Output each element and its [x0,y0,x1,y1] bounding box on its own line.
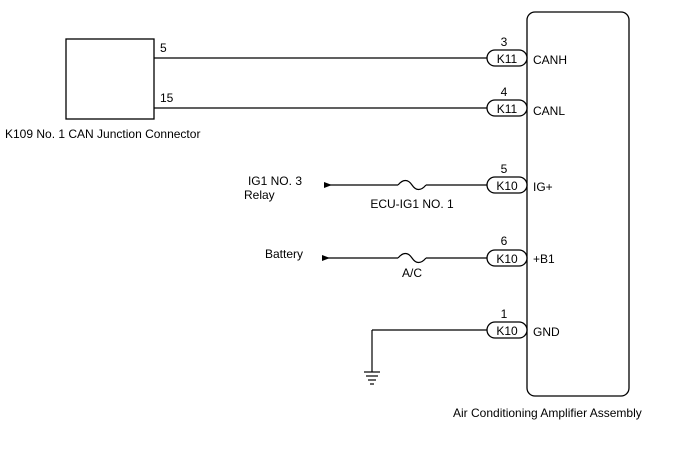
ac-fuse-icon [397,252,427,264]
terminal-gnd: 1 K10 GND [486,307,560,339]
junction-pin-5: 5 [160,41,167,55]
terminal-gnd-connector [486,321,528,339]
ig1-relay-label-line2: Relay [244,188,275,202]
terminal-canh-connector-id: K11 [497,52,518,66]
ig1-relay-arrow [324,182,332,188]
terminal-ig: 5 K10 IG+ [486,162,553,194]
terminal-ig-signal: IG+ [533,180,553,194]
terminal-canl-signal: CANL [533,104,565,118]
terminal-b1-connector [486,249,528,267]
battery-label: Battery [265,247,303,261]
ecu-ig1-fuse-icon [397,179,427,191]
junction-pin-15: 15 [160,91,174,105]
junction-connector-label: K109 No. 1 CAN Junction Connector [5,127,200,141]
terminal-canh-connector [486,49,528,67]
terminal-canl-connector-id: K11 [497,102,518,116]
ac-fuse-label: A/C [402,266,422,280]
terminal-canh-signal: CANH [533,53,567,67]
terminal-canl-pin: 4 [501,85,508,99]
terminal-b1-pin: 6 [501,234,508,248]
terminal-canl: 4 K11 CANL [486,85,565,118]
terminal-gnd-signal: GND [533,325,560,339]
terminal-canh-pin: 3 [501,35,508,49]
ground-icon [364,371,380,385]
terminal-ig-connector-id: K10 [496,179,518,193]
terminal-b1-connector-id: K10 [496,252,518,266]
terminal-canh: 3 K11 CANH [486,35,567,67]
junction-connector-box [65,38,155,120]
terminal-gnd-connector-id: K10 [496,324,518,338]
battery-arrow [322,255,330,261]
terminal-ig-connector [486,176,528,194]
terminal-b1-signal: +B1 [533,252,555,266]
amplifier-assembly-box [526,11,630,397]
terminal-b1: 6 K10 +B1 [486,234,555,267]
terminal-gnd-pin: 1 [501,307,508,321]
ecu-ig1-fuse-label: ECU-IG1 NO. 1 [370,197,454,211]
amplifier-assembly-label: Air Conditioning Amplifier Assembly [453,406,642,420]
terminal-ig-pin: 5 [501,162,508,176]
ig1-relay-label-line1: IG1 NO. 3 [248,174,302,188]
terminal-canl-connector [486,99,528,117]
